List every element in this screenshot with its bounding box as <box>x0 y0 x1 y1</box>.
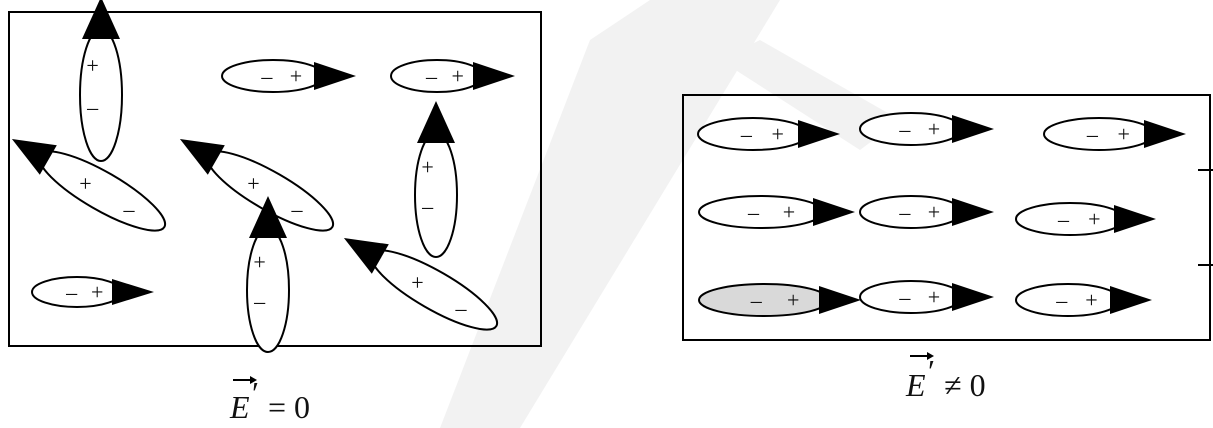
dipole-minus: – <box>750 288 763 313</box>
dipole-minus: – <box>260 64 273 89</box>
dipole-plus: + <box>421 155 433 180</box>
dipole-minus: – <box>86 94 99 119</box>
dipole-minus: – <box>421 194 434 219</box>
caption-left: E ′ = 0 <box>229 375 310 425</box>
dipole-arrowhead <box>952 283 994 311</box>
dipole-arrowhead <box>813 198 855 226</box>
dipole-minus: – <box>1057 207 1070 232</box>
panel-polarized: –+–+–+–+–+–+–+–+–+ <box>683 95 1213 340</box>
dipole: –+ <box>860 196 994 228</box>
dipole-arrowhead <box>819 286 861 314</box>
dipole: –+ <box>1016 284 1152 316</box>
caption-right: E ′ ≠ 0 <box>905 352 986 403</box>
dipole-body <box>698 118 808 150</box>
dipole-plus: + <box>928 200 940 225</box>
dipole-minus: – <box>740 122 753 147</box>
dipole-body <box>860 196 962 228</box>
dipole: –+ <box>1016 203 1156 235</box>
dipole-plus: + <box>451 64 463 89</box>
dipole-minus: – <box>747 200 760 225</box>
dipole-minus: – <box>253 289 266 314</box>
dipole-minus: – <box>1055 288 1068 313</box>
dipole: –+ <box>415 101 457 257</box>
dipole-body <box>1016 284 1120 316</box>
dipole-arrowhead <box>952 115 994 143</box>
dipole-minus: – <box>291 196 304 221</box>
dipole-body <box>1016 203 1124 235</box>
dipole: –+ <box>334 222 505 343</box>
dipole-body <box>222 60 324 92</box>
dipole-arrowhead <box>82 0 120 39</box>
dipole: –+ <box>1044 118 1186 150</box>
dipole-plus: + <box>783 200 795 225</box>
dipole-body <box>391 60 483 92</box>
dipole-arrowhead <box>417 101 455 143</box>
caption-prime: ′ <box>928 353 935 389</box>
dipole-minus: – <box>1086 122 1099 147</box>
dipole-plus: + <box>928 285 940 310</box>
dipole-minus: – <box>898 200 911 225</box>
dipole: –+ <box>699 196 855 228</box>
dipole-body <box>699 196 823 228</box>
caption-vector: E <box>905 367 926 403</box>
dipole-group: –+–+–+–+–+–+–+–+–+ <box>2 0 515 352</box>
dipole: –+ <box>699 284 861 316</box>
dipole-minus: – <box>65 280 78 305</box>
dipole-body <box>860 281 962 313</box>
dipole-plus: + <box>86 53 98 78</box>
dipole-minus: – <box>123 196 136 221</box>
dipole-plus: + <box>247 171 259 196</box>
panel-unpolarized: –+–+–+–+–+–+–+–+–+ <box>2 0 541 352</box>
dipole-plus: + <box>1118 122 1130 147</box>
dipole-minus: – <box>898 285 911 310</box>
dipole-plus: + <box>787 288 799 313</box>
dipole-group: –+–+–+–+–+–+–+–+–+ <box>698 113 1186 316</box>
dipole-minus: – <box>455 295 468 320</box>
dipole-body <box>1044 118 1154 150</box>
dipole-body <box>860 113 962 145</box>
dipole-arrowhead <box>314 62 356 90</box>
dipole-arrowhead <box>1144 120 1186 148</box>
caption-prime: ′ <box>252 375 259 411</box>
dipole-plus: + <box>411 270 423 295</box>
dipole-arrowhead <box>1114 205 1156 233</box>
dipole-arrowhead <box>952 198 994 226</box>
dipole-plus: + <box>290 64 302 89</box>
dipole-arrowhead <box>473 62 515 90</box>
dipole: –+ <box>80 0 122 161</box>
dipole-plus: + <box>1085 288 1097 313</box>
dipole: –+ <box>860 113 994 145</box>
dipole-body <box>699 284 829 316</box>
caption-relation: = 0 <box>268 389 310 425</box>
dipole-plus: + <box>79 171 91 196</box>
dipole-minus: – <box>898 117 911 142</box>
dipole-minus: – <box>425 64 438 89</box>
caption-vector: E <box>229 389 250 425</box>
dipole: –+ <box>391 60 515 92</box>
dipole-plus: + <box>772 122 784 147</box>
dipole: –+ <box>32 277 154 307</box>
dipole-arrowhead <box>112 279 154 305</box>
dipole-plus: + <box>928 117 940 142</box>
dipole-plus: + <box>1088 207 1100 232</box>
dipole-arrowhead <box>1110 286 1152 314</box>
dipole: –+ <box>860 281 994 313</box>
dipole-plus: + <box>91 280 103 305</box>
caption-relation: ≠ 0 <box>944 367 986 403</box>
dipole: –+ <box>222 60 356 92</box>
dipole-plus: + <box>253 250 265 275</box>
